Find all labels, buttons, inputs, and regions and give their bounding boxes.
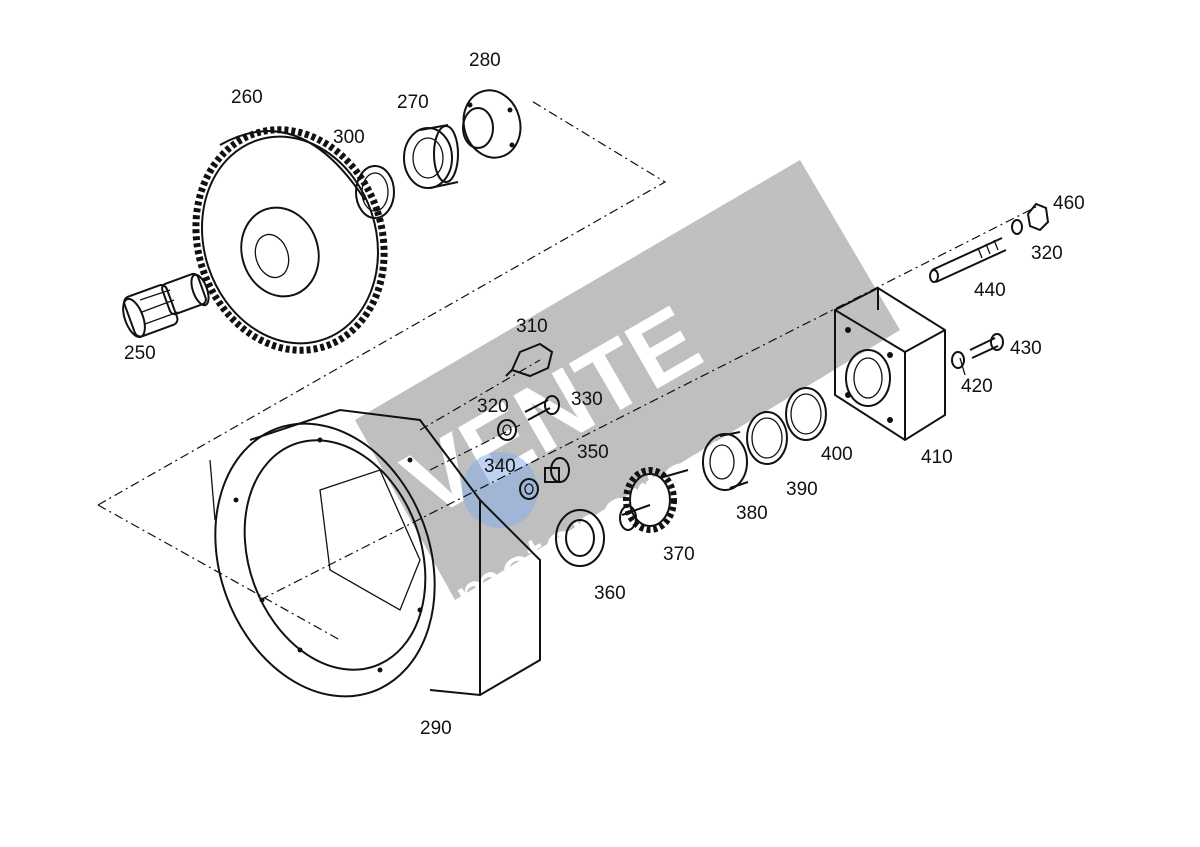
snap-ring-300: [355, 165, 395, 219]
label-400: 400: [821, 444, 853, 465]
watermark: VENTE motoparts.ru: [355, 160, 900, 631]
ball-bearing-270: [403, 124, 459, 189]
label-310: 310: [516, 316, 548, 337]
pinion-shaft-250: [122, 272, 210, 339]
plug-350: [544, 457, 570, 483]
label-380: 380: [736, 503, 768, 524]
label-370: 370: [663, 544, 695, 565]
housing-bolt-holes: [233, 437, 423, 673]
washer-320: [497, 419, 517, 441]
label-410: 410: [921, 447, 953, 468]
sensor-310: [505, 342, 554, 378]
label-330: 330: [571, 389, 603, 410]
seal-ring-360: [555, 509, 605, 567]
label-460: 460: [1053, 193, 1085, 214]
washer-420: [951, 351, 965, 369]
washer-340: [519, 478, 539, 500]
bolt-330: [524, 395, 560, 421]
washer-320-upper: [1011, 219, 1023, 235]
ring-390: [746, 411, 788, 465]
label-320-upper: 320: [1031, 243, 1063, 264]
bolt-430: [969, 333, 1004, 359]
label-300: 300: [333, 127, 365, 148]
label-250: 250: [124, 343, 156, 364]
gear-housing-290: [209, 408, 541, 698]
label-320-lower: 320: [477, 396, 509, 417]
large-gear-260: [192, 126, 388, 354]
stud-440: [929, 237, 1007, 283]
pinion-370: [619, 467, 689, 533]
label-290: 290: [420, 718, 452, 739]
nut-460: [1026, 202, 1050, 232]
label-440: 440: [974, 280, 1006, 301]
label-430: 430: [1010, 338, 1042, 359]
cover-block-410: [834, 286, 946, 442]
label-280: 280: [469, 50, 501, 71]
label-360: 360: [594, 583, 626, 604]
label-350: 350: [577, 442, 609, 463]
leader-lines: [959, 357, 966, 376]
label-340: 340: [484, 456, 516, 477]
ring-400: [785, 387, 827, 441]
flange-bushing-280: [462, 89, 522, 159]
roller-bearing-380: [702, 431, 749, 491]
label-270: 270: [397, 92, 429, 113]
label-420: 420: [961, 376, 993, 397]
label-260: 260: [231, 87, 263, 108]
label-390: 390: [786, 479, 818, 500]
